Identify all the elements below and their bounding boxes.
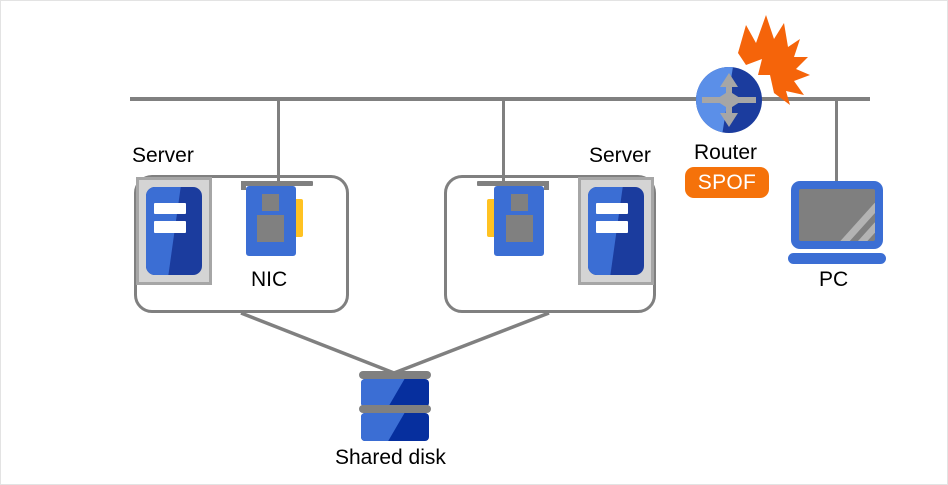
desktop-computer-icon: [791, 181, 883, 249]
nic-chip-small: [511, 194, 528, 211]
server-tower-icon: [136, 177, 212, 285]
disk-bar-middle: [359, 405, 431, 413]
disk-bar-top: [359, 371, 431, 379]
server-left-group-box: [134, 175, 349, 313]
server-tower-icon: [578, 177, 654, 285]
server-right-group-box: [444, 175, 656, 313]
network-interface-card-icon: [237, 181, 327, 261]
server-left-label: Server: [132, 144, 194, 167]
server-right-label: Server: [589, 144, 651, 167]
nic-card-body: [246, 186, 296, 256]
server-tower-face: [588, 187, 644, 275]
server-right-uplink-line: [502, 99, 505, 181]
nic-bracket-tab: [544, 181, 549, 190]
server-right-to-disk-line: [393, 311, 550, 375]
disk-platter-2: [361, 413, 429, 441]
pc-base: [788, 253, 886, 264]
nic-bracket: [241, 181, 313, 186]
nic-chip-large: [506, 215, 533, 242]
spof-badge: SPOF: [685, 167, 769, 198]
disk-platter-1: [361, 379, 429, 407]
nic-edge-connector: [293, 199, 303, 237]
pc-uplink-line: [835, 99, 838, 183]
nic-chip-small: [262, 194, 279, 211]
server-left-to-disk-line: [240, 311, 395, 375]
server-tower-slot-2: [153, 221, 187, 233]
router-arrows-icon: [702, 73, 756, 127]
router-label: Router: [694, 141, 758, 164]
server-tower-face: [146, 187, 202, 275]
pc-label: PC: [819, 268, 849, 291]
nic-bracket-tab: [241, 181, 246, 190]
network-interface-card-icon: [463, 181, 553, 261]
nic-label: NIC: [251, 268, 288, 291]
pc-screen: [799, 189, 875, 241]
router-icon: [696, 67, 762, 133]
server-tower-slot-1: [153, 202, 187, 215]
network-bus-line: [130, 97, 870, 101]
shared-disk-label: Shared disk: [335, 446, 446, 469]
nic-chip-large: [257, 215, 284, 242]
server-tower-slot-2: [595, 221, 629, 233]
server-tower-slot-1: [595, 202, 629, 215]
nic-card-body: [494, 186, 544, 256]
lightning-burst-icon: [738, 15, 810, 105]
server-left-uplink-line: [277, 99, 280, 181]
